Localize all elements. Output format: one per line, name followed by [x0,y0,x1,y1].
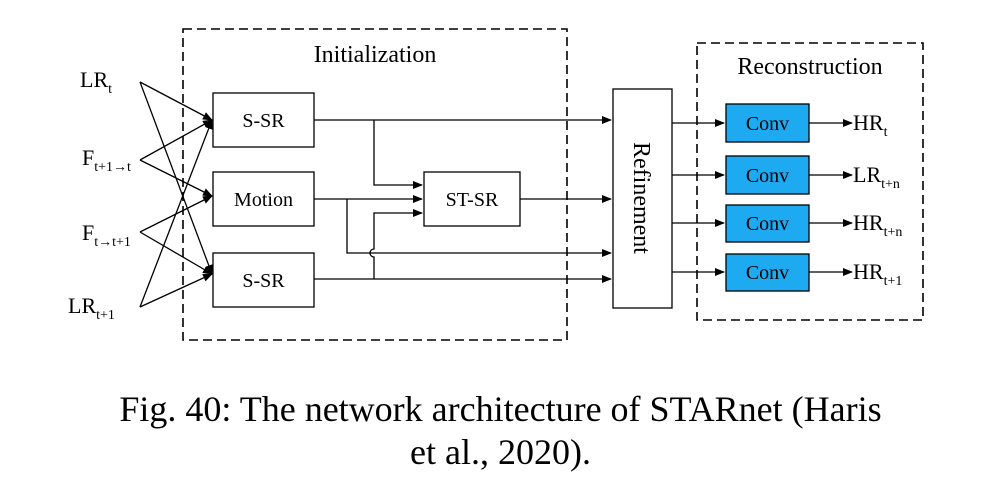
reconstruction-label: Reconstruction [737,54,882,80]
output-hr-t-n: HRt+n [853,210,902,240]
output-lr-t-n: LRt+n [853,162,900,192]
reconstruction-group [696,42,924,321]
conv-block-1 [725,103,810,143]
figure-caption-line-1: Fig. 40: The network architecture of STA… [119,389,882,429]
refinement-block [612,88,673,309]
reconstruction-wires [672,119,853,276]
initialization-label: Initialization [314,42,437,68]
s-sr-bottom-label: S-SR [242,270,285,292]
conv-label-4: Conv [746,262,789,284]
s-sr-top-label: S-SR [242,110,285,132]
conv-block-3 [725,204,810,243]
figure-caption-line-2: et al., 2020). [410,432,591,472]
initialization-wires [314,116,612,283]
output-hr-t1: HRt+1 [853,259,902,289]
conv-block-4 [725,253,810,292]
initialization-group [182,28,568,341]
input-flow-forward: Ft+1→t [82,145,131,175]
conv-label-2: Conv [746,165,789,187]
motion-label: Motion [234,189,293,211]
conv-block-2 [725,155,810,195]
input-lr-t: LRt [80,67,112,97]
conv-label-1: Conv [746,113,789,135]
input-wires [139,81,213,308]
s-sr-top-block [212,92,315,148]
conv-label-3: Conv [746,213,789,235]
input-lr-t1: LRt+1 [68,293,115,323]
input-flow-backward: Ft→t+1 [82,220,131,250]
refinement-label: Refinement [628,142,654,254]
output-hr-t: HRt [853,110,888,140]
starnet-architecture-diagram: Initialization Reconstruction LRt Ft+1→t… [68,28,924,341]
st-sr-label: ST-SR [446,189,499,211]
st-sr-block [423,171,521,227]
s-sr-bottom-block [212,252,315,308]
